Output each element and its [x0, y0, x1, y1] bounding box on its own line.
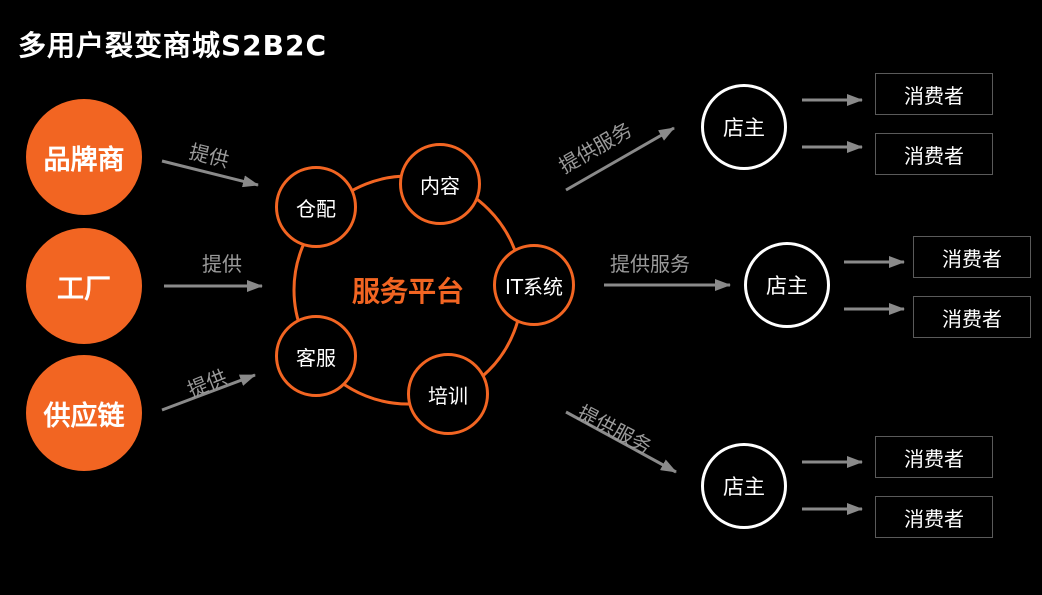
consumer-3a: 消费者 — [875, 436, 993, 478]
source-supply-chain: 供应链 — [26, 355, 142, 471]
platform-label: 服务平台 — [351, 275, 464, 308]
consumer-2a: 消费者 — [913, 236, 1031, 278]
arrow-supply — [161, 373, 256, 412]
arrow-shop-1 — [565, 126, 675, 192]
label-provide-factory: 提供 — [202, 252, 242, 276]
shop-owner-2: 店主 — [744, 242, 830, 328]
label-service-2: 提供服务 — [610, 252, 690, 276]
node-warehouse: 仓配 — [275, 166, 357, 248]
shop-owner-3: 店主 — [701, 443, 787, 529]
node-content: 内容 — [399, 143, 481, 225]
source-factory: 工厂 — [26, 228, 142, 344]
consumer-1a: 消费者 — [875, 73, 993, 115]
consumer-2b: 消费者 — [913, 296, 1031, 338]
consumer-1b: 消费者 — [875, 133, 993, 175]
node-it-system: IT系统 — [493, 244, 575, 326]
arrow-brand — [161, 159, 259, 188]
arrow-shop-3 — [565, 410, 677, 474]
shop-owner-1: 店主 — [701, 84, 787, 170]
node-training: 培训 — [407, 353, 489, 435]
node-customer-service: 客服 — [275, 315, 357, 397]
page-title: 多用户裂变商城S2B2C — [18, 29, 328, 62]
source-brand: 品牌商 — [26, 99, 142, 215]
consumer-3b: 消费者 — [875, 496, 993, 538]
